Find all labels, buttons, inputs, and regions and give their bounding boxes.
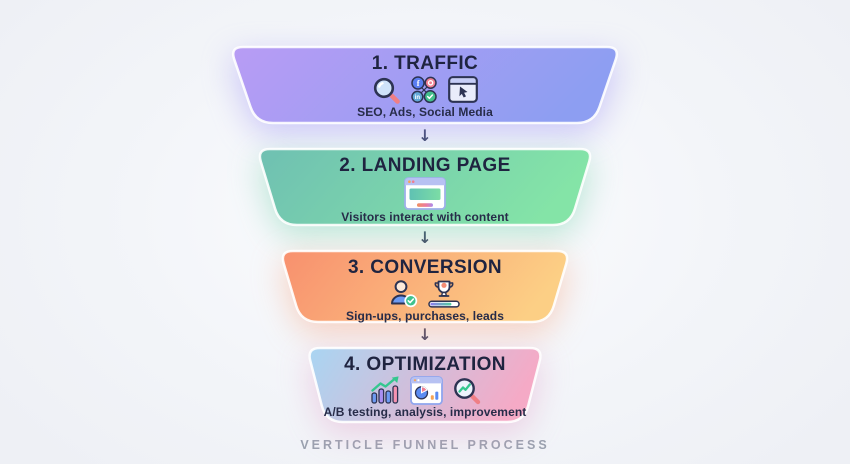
stage-conversion: 3. CONVERSION [280,249,570,324]
stage-icon-row [370,375,481,405]
stage-subtitle: Sign-ups, purchases, leads [346,308,504,323]
stage-icon-row: f in [372,75,478,105]
ad-window-icon [448,76,478,104]
stage-optimization-content: 4. OPTIMIZATION [307,348,543,422]
growth-chart-icon [370,376,399,404]
search-icon [373,77,400,104]
search-trend-icon [453,377,480,405]
stage-landing-page: 2. LANDING PAGE [257,147,593,227]
stage-traffic-content: 1. TRAFFIC f in [230,47,620,123]
funnel-arrow-2: ↓ [418,225,431,251]
stage-icon-row [404,176,446,210]
svg-text:f: f [417,78,420,88]
stage-landing-page-content: 2. LANDING PAGE [257,149,593,225]
stage-subtitle: Visitors interact with content [341,209,509,224]
funnel-caption: VERTICLE FUNNEL PROCESS [300,438,550,452]
funnel-arrow-3: ↓ [418,322,431,348]
stage-conversion-content: 3. CONVERSION [280,251,570,323]
stage-subtitle: SEO, Ads, Social Media [357,104,493,119]
stage-shape [281,249,569,324]
stage-title: 4. OPTIMIZATION [344,354,506,375]
landing-page-window-icon [404,176,446,210]
social-media-icon: f in [411,76,437,103]
down-arrow-icon: ↓ [418,126,432,145]
stage-title: 3. CONVERSION [347,257,503,278]
svg-text:in: in [415,95,421,101]
stage-traffic: 1. TRAFFIC f in [230,45,620,125]
down-arrow-icon: ↓ [418,228,432,247]
stage-icon-row [389,279,461,309]
stage-title: 2. LANDING PAGE [339,155,511,176]
user-check-icon [391,280,418,308]
stage-subtitle: A/B testing, analysis, improvement [323,404,527,419]
down-arrow-icon: ↓ [418,325,432,344]
stage-title: 1. TRAFFIC [371,53,479,74]
stage-optimization: 4. OPTIMIZATION [307,346,543,424]
trophy-progress-icon [428,280,460,308]
funnel-arrow-1: ↓ [418,123,431,149]
analytics-window-icon [409,375,443,405]
